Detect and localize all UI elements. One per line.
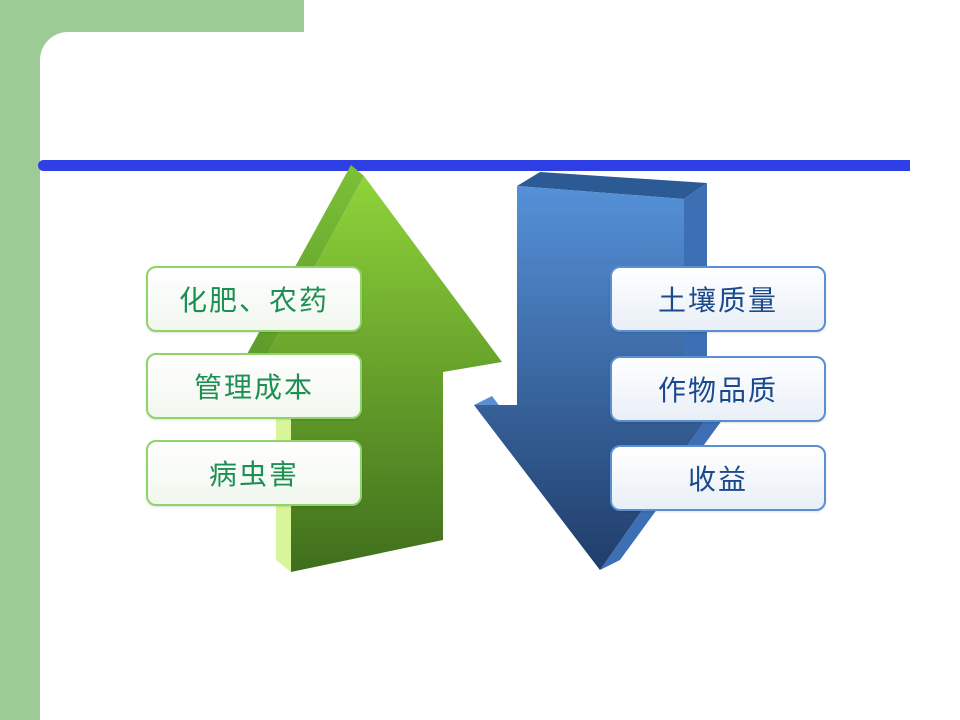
increase-item-pests-diseases: 病虫害: [146, 440, 362, 506]
decrease-item-income: 收益: [610, 445, 826, 511]
item-label: 管理成本: [193, 371, 314, 404]
increase-item-fertilizer-pesticide: 化肥、农药: [146, 266, 362, 332]
increase-item-management-cost: 管理成本: [146, 353, 362, 419]
top-strip: [304, 0, 960, 32]
item-label: 作物品质: [657, 374, 778, 407]
item-label: 收益: [687, 463, 748, 496]
divider-line: [38, 160, 910, 171]
item-label: 土壤质量: [657, 284, 778, 317]
decrease-item-soil-quality: 土壤质量: [610, 266, 826, 332]
item-label: 病虫害: [208, 458, 299, 491]
decrease-item-crop-quality: 作物品质: [610, 356, 826, 422]
item-label: 化肥、农药: [178, 284, 329, 317]
